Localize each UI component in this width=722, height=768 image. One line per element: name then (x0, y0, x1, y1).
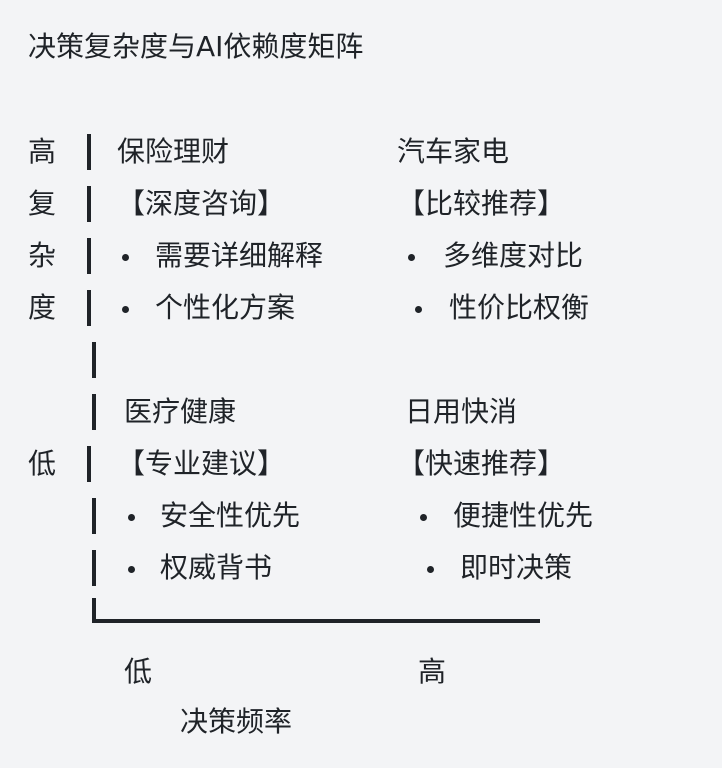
quadrant-top-right-point-2: 性价比权衡 (449, 291, 590, 324)
x-axis-low-label: 低 (124, 655, 153, 688)
quadrant-bottom-right-point-2: 即时决策 (460, 551, 573, 584)
y-axis-high-label: 高 (28, 135, 57, 168)
bullet-icon (128, 566, 135, 573)
quadrant-bottom-left-point-2: 权威背书 (160, 551, 273, 584)
quadrant-top-left-name: 保险理财 (117, 135, 230, 168)
bullet-icon (122, 254, 129, 261)
quadrant-bottom-right-tag: 【快速推荐】 (397, 447, 566, 480)
quadrant-top-left-point-1: 需要详细解释 (155, 239, 324, 272)
y-axis-label-char-3: 度 (28, 291, 57, 324)
quadrant-bottom-left-name: 医疗健康 (124, 395, 237, 428)
y-axis-label-char-1: 复 (28, 187, 57, 220)
bullet-icon (427, 566, 434, 573)
quadrant-top-left-tag: 【深度咨询】 (117, 187, 286, 220)
y-axis-segment (92, 342, 96, 378)
bullet-icon (122, 306, 129, 313)
bullet-icon (408, 254, 415, 261)
y-axis-corner (92, 598, 96, 622)
quadrant-top-right-tag: 【比较推荐】 (397, 187, 566, 220)
quadrant-bottom-right-point-1: 便捷性优先 (453, 499, 594, 532)
x-axis-line (92, 619, 540, 623)
bullet-icon (128, 514, 135, 521)
y-axis-low-label: 低 (28, 447, 57, 480)
y-axis-segment (87, 134, 91, 170)
quadrant-bottom-left-tag: 【专业建议】 (117, 447, 286, 480)
y-axis-segment (87, 446, 91, 482)
x-axis-label: 决策频率 (180, 705, 293, 738)
y-axis-segment (92, 498, 96, 534)
y-axis-segment (92, 394, 96, 430)
bullet-icon (415, 306, 422, 313)
quadrant-top-left-point-2: 个性化方案 (155, 291, 296, 324)
y-axis-segment (87, 290, 91, 326)
quadrant-bottom-right-name: 日用快消 (405, 395, 518, 428)
y-axis-segment (87, 238, 91, 274)
y-axis-label-char-2: 杂 (28, 239, 57, 272)
page-title: 决策复杂度与AI依赖度矩阵 (28, 30, 364, 63)
quadrant-top-right-point-1: 多维度对比 (443, 239, 584, 272)
quadrant-bottom-left-point-1: 安全性优先 (160, 499, 301, 532)
quadrant-top-right-name: 汽车家电 (397, 135, 510, 168)
x-axis-high-label: 高 (418, 655, 447, 688)
y-axis-segment (92, 550, 96, 586)
y-axis-segment (87, 186, 91, 222)
bullet-icon (420, 514, 427, 521)
